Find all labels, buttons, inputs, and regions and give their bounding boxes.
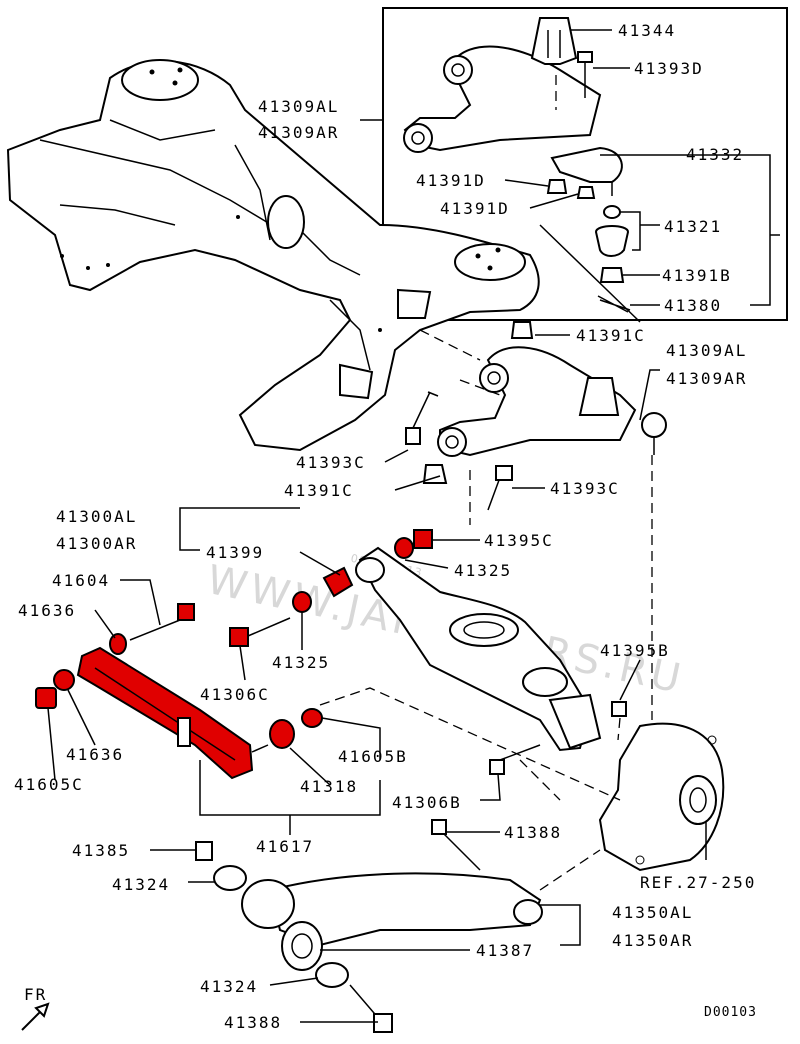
knuckle: [598, 722, 725, 872]
guide-line: [617, 717, 621, 741]
guide-line: [319, 687, 621, 801]
front-arrow-icon: [21, 1002, 50, 1031]
label-41309AL-mid: 41309AL: [666, 341, 747, 360]
label-41391D-b: 41391D: [440, 199, 510, 218]
label-41344: 41344: [618, 21, 676, 40]
lower-arm: [355, 546, 627, 775]
label-41395C: 41395C: [484, 531, 554, 550]
label-41300AL: 41300AL: [56, 507, 137, 526]
rear-subframe: [6, 59, 540, 452]
toe-control-arm-41617: [35, 529, 433, 780]
label-41393C-b: 41393C: [550, 479, 620, 498]
label-41393D: 41393D: [634, 59, 704, 78]
label-41605C: 41605C: [14, 775, 84, 794]
bump-stopper-41344: [530, 17, 578, 65]
inset-frame: [382, 7, 788, 321]
label-41388-a: 41388: [504, 823, 562, 842]
label-41391D-a: 41391D: [416, 171, 486, 190]
upper-arm-inset: [403, 17, 641, 323]
label-front: FR: [24, 985, 47, 1004]
label-41350AL: 41350AL: [612, 903, 693, 922]
label-ref-27-250: REF.27-250: [640, 873, 756, 892]
label-41318: 41318: [300, 777, 358, 796]
guide-line: [459, 379, 501, 396]
label-41380: 41380: [664, 296, 722, 315]
label-41309AL-top: 41309AL: [258, 97, 339, 116]
label-41324-b: 41324: [200, 977, 258, 996]
label-41321: 41321: [664, 217, 722, 236]
label-41391C-a: 41391C: [576, 326, 646, 345]
leader-lines: [47, 29, 780, 1023]
label-41300AR: 41300AR: [56, 534, 137, 553]
diagram-code: D00103: [704, 1005, 757, 1020]
guide-line: [519, 759, 561, 801]
label-41399: 41399: [206, 543, 264, 562]
label-41325-b: 41325: [272, 653, 330, 672]
label-41395B: 41395B: [600, 641, 670, 660]
label-41387: 41387: [476, 941, 534, 960]
label-41350AR: 41350AR: [612, 931, 693, 950]
label-41617: 41617: [256, 837, 314, 856]
ball-joint-41332: [550, 146, 623, 183]
label-41324-a: 41324: [112, 875, 170, 894]
label-41391B: 41391B: [662, 266, 732, 285]
label-41309AR-mid: 41309AR: [666, 369, 747, 388]
label-41636-a: 41636: [18, 601, 76, 620]
upper-arm-mid: [405, 321, 667, 511]
label-41388-b: 41388: [224, 1013, 282, 1032]
label-41393C-a: 41393C: [296, 453, 366, 472]
label-41306C: 41306C: [200, 685, 270, 704]
label-41332: 41332: [686, 145, 744, 164]
label-41605B: 41605B: [338, 747, 408, 766]
guide-line: [419, 329, 481, 361]
label-41309AR-top: 41309AR: [258, 123, 339, 142]
trailing-arm: [195, 819, 543, 1033]
label-41636-b: 41636: [66, 745, 124, 764]
label-41391C-b: 41391C: [284, 481, 354, 500]
label-41306B: 41306B: [392, 793, 462, 812]
label-41325-a: 41325: [454, 561, 512, 580]
label-41604: 41604: [52, 571, 110, 590]
guide-line: [539, 849, 601, 891]
label-41385: 41385: [72, 841, 130, 860]
